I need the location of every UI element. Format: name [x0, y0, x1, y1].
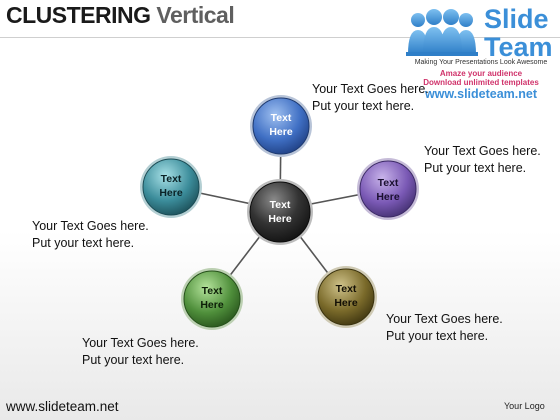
- node-right-line2: Here: [376, 191, 400, 203]
- note-right-line2: Put your text here.: [424, 161, 527, 175]
- note-top-line1: Your Text Goes here.: [312, 82, 429, 96]
- title-light: Vertical: [156, 2, 235, 28]
- node-center-line1: Text: [270, 199, 291, 211]
- node-left-line2: Here: [159, 187, 183, 199]
- slideteam-logo: Slide Team Making Your Presentations Loo…: [404, 2, 558, 102]
- footer-url[interactable]: www.slideteam.net: [6, 399, 119, 414]
- footer-logo-text: Your Logo: [504, 401, 545, 411]
- logo-word-team: Team: [484, 32, 553, 62]
- node-bottom-right[interactable]: Text Here: [315, 266, 377, 328]
- title-divider: [0, 37, 560, 38]
- note-top: Your Text Goes here. Put your text here.: [312, 81, 429, 115]
- note-top-line2: Put your text here.: [312, 99, 415, 113]
- logo-promo-line1: Amaze your audience: [439, 69, 523, 78]
- node-left[interactable]: Text Here: [140, 156, 202, 218]
- node-top-line2: Here: [269, 126, 293, 138]
- note-bottom-right: Your Text Goes here. Put your text here.: [386, 311, 503, 345]
- node-left-line1: Text: [161, 173, 182, 185]
- people-group-icon: [406, 9, 478, 56]
- logo-tagline: Making Your Presentations Look Awesome: [414, 59, 548, 66]
- node-bottom-left-line1: Text: [202, 285, 223, 297]
- node-right[interactable]: Text Here: [357, 158, 419, 220]
- note-right-line1: Your Text Goes here.: [424, 144, 541, 158]
- note-bottom-left-line1: Your Text Goes here.: [82, 336, 199, 350]
- slide-title: CLUSTERING Vertical: [6, 2, 235, 29]
- note-left: Your Text Goes here. Put your text here.: [32, 218, 149, 252]
- node-bottom-left-line2: Here: [200, 299, 224, 311]
- note-bottom-left-line2: Put your text here.: [82, 353, 185, 367]
- note-left-line2: Put your text here.: [32, 236, 135, 250]
- logo-promo: Amaze your audience Download unlimited t…: [404, 69, 558, 87]
- note-right: Your Text Goes here. Put your text here.: [424, 143, 541, 177]
- note-left-line1: Your Text Goes here.: [32, 219, 149, 233]
- note-bottom-right-line1: Your Text Goes here.: [386, 312, 503, 326]
- note-bottom-left: Your Text Goes here. Put your text here.: [82, 335, 199, 369]
- node-right-line1: Text: [378, 177, 399, 189]
- logo-url[interactable]: www.slideteam.net: [424, 87, 538, 101]
- title-bold: CLUSTERING: [6, 2, 151, 28]
- node-center[interactable]: Text Here: [247, 179, 313, 245]
- node-center-line2: Here: [268, 213, 292, 225]
- node-top[interactable]: Text Here: [250, 95, 312, 157]
- logo-word-slide: Slide: [484, 4, 549, 34]
- node-bottom-right-line2: Here: [334, 297, 358, 309]
- node-top-line1: Text: [271, 112, 292, 124]
- note-bottom-right-line2: Put your text here.: [386, 329, 489, 343]
- node-bottom-right-line1: Text: [336, 283, 357, 295]
- logo-promo-line2: Download unlimited templates: [423, 78, 539, 87]
- node-bottom-left[interactable]: Text Here: [181, 268, 243, 330]
